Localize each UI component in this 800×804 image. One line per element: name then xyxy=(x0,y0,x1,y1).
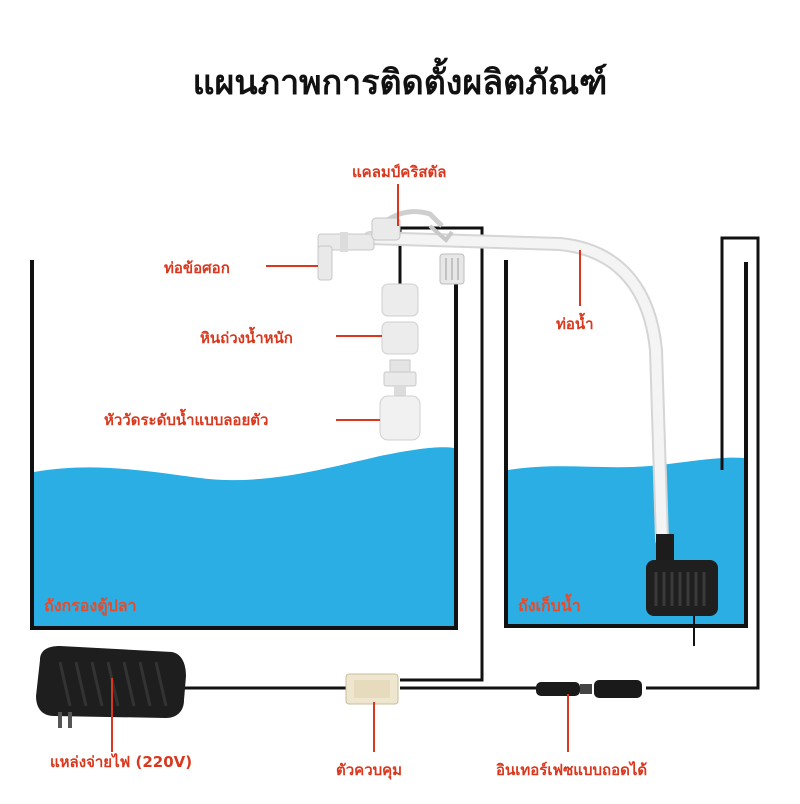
wall-clip-icon xyxy=(439,253,465,285)
label-clamp: แคลมป์คริสตัล xyxy=(352,163,447,181)
storage-tank-label: ถังเก็บน้ำ xyxy=(518,596,581,615)
label-connector: อินเทอร์เฟซแบบถอดได้ xyxy=(496,761,648,779)
pump-cable xyxy=(646,236,760,690)
float-switch-cable xyxy=(398,226,484,682)
controller-box-icon xyxy=(345,673,399,705)
float-switch-icon xyxy=(379,359,421,441)
filter-tank-wall xyxy=(30,260,458,630)
page-title: แผนภาพการติดตั้งผลิตภัณฑ์ xyxy=(192,63,608,103)
label-float-switch: หัววัดระดับน้ำแบบลอยตัว xyxy=(104,411,269,429)
clamp-icon xyxy=(371,209,454,243)
label-water-pipe: ท่อน้ำ xyxy=(556,315,594,333)
pump-icon xyxy=(646,534,718,646)
leader-lines xyxy=(111,184,581,752)
connector-icon xyxy=(536,680,642,698)
elbow-pipe xyxy=(317,232,375,281)
label-elbow: ท่อข้อศอก xyxy=(164,259,230,277)
filter-tank-label: ถังกรองตู้ปลา xyxy=(44,596,137,615)
label-weight: หินถ่วงน้ำหนัก xyxy=(200,329,293,347)
label-controller: ตัวควบคุม xyxy=(336,761,403,779)
storage-tank-wall xyxy=(504,260,748,628)
label-power: แหล่งจ่ายไฟ (220V) xyxy=(50,753,193,771)
weight-stones-icon xyxy=(381,283,419,355)
filter-tank-water xyxy=(34,447,454,626)
